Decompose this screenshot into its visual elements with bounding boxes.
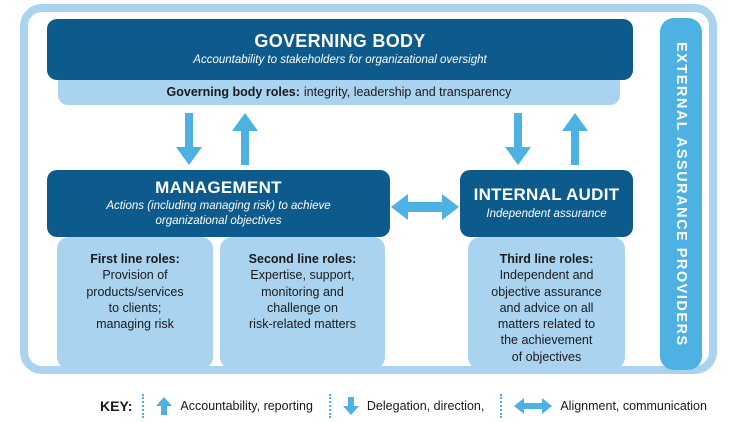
key-item-delegation: Delegation, direction, <box>342 397 500 415</box>
governing-roles-label: Governing body roles: <box>166 85 300 99</box>
key-separator <box>500 394 503 418</box>
second-line-roles-body: Expertise, support, monitoring and chall… <box>249 268 356 331</box>
internal-audit-subtitle: Independent assurance <box>486 207 607 220</box>
first-line-roles-box: First line roles: Provision of products/… <box>57 237 213 369</box>
key-item-text: Accountability, reporting <box>180 399 313 413</box>
down-arrow-icon <box>505 113 531 165</box>
key-separator <box>328 394 331 418</box>
down-arrow-icon <box>342 397 359 415</box>
key-item-alignment: Alignment, communication <box>514 398 723 414</box>
key-legend: KEY: Accountability, reporting Delegatio… <box>100 392 723 420</box>
third-line-roles-title: Third line roles: <box>499 252 594 266</box>
key-label: KEY: <box>100 398 133 414</box>
second-line-roles-box: Second line roles: Expertise, support, m… <box>220 237 385 369</box>
up-arrow-icon <box>562 113 588 165</box>
third-line-roles-body: Independent and objective assurance and … <box>491 268 602 364</box>
governing-roles-bar: Governing body roles: integrity, leaders… <box>58 77 620 105</box>
external-assurance-providers-bar: EXTERNAL ASSURANCE PROVIDERS <box>660 18 702 370</box>
governing-roles-text: integrity, leadership and transparency <box>303 85 512 99</box>
key-separator <box>142 394 145 418</box>
key-item-accountability: Accountability, reporting <box>156 397 328 415</box>
first-line-roles-title: First line roles: <box>90 252 180 266</box>
governing-body-box: GOVERNING BODY Accountability to stakeho… <box>47 19 633 80</box>
governing-body-subtitle: Accountability to stakeholders for organ… <box>193 54 487 67</box>
external-assurance-providers-label: EXTERNAL ASSURANCE PROVIDERS <box>673 41 689 347</box>
down-arrow-icon <box>176 113 202 165</box>
governing-body-title: GOVERNING BODY <box>254 30 426 51</box>
up-arrow-icon <box>156 397 173 415</box>
first-line-roles-body: Provision of products/services to client… <box>86 268 184 331</box>
key-item-text: Delegation, direction, <box>366 399 485 413</box>
double-arrow-icon <box>391 192 459 222</box>
internal-audit-box: INTERNAL AUDIT Independent assurance <box>460 170 633 237</box>
internal-audit-title: INTERNAL AUDIT <box>473 185 620 205</box>
up-arrow-icon <box>232 113 258 165</box>
management-subtitle: Actions (including managing risk) to ach… <box>106 200 331 228</box>
management-title: MANAGEMENT <box>155 177 282 197</box>
third-line-roles-box: Third line roles: Independent and object… <box>468 237 625 369</box>
diagram-border <box>20 4 717 374</box>
key-item-text: Alignment, communication <box>560 399 707 413</box>
second-line-roles-title: Second line roles: <box>248 252 357 266</box>
management-box: MANAGEMENT Actions (including managing r… <box>47 170 390 237</box>
double-arrow-icon <box>514 398 553 414</box>
